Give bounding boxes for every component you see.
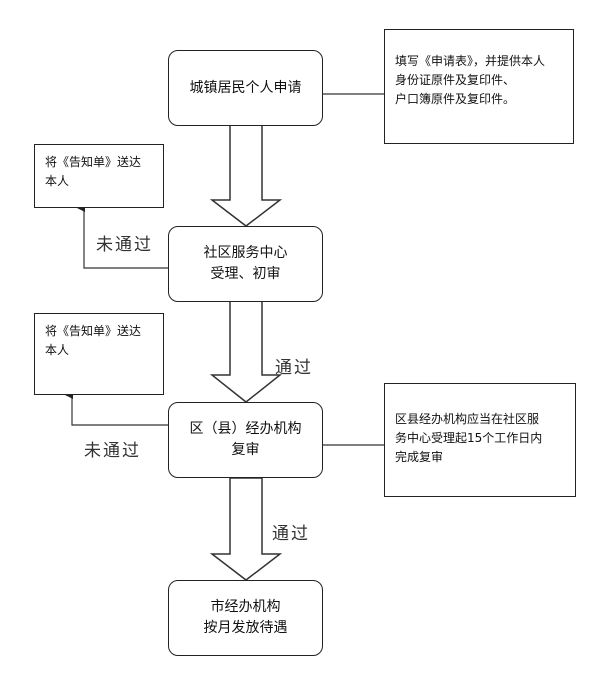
node-city-payment: 市经办机构 按月发放待遇	[168, 580, 323, 656]
note-required-documents: 填写《申请表》，并提供本人 身份证原件及复印件、 户口簿原件及复印件。	[384, 29, 574, 144]
note-recheck-deadline-line1: 区县经办机构应当在社区服	[395, 412, 540, 426]
note-notify-applicant-1-line2: 本人	[45, 174, 70, 188]
node-community-review-line1: 社区服务中心	[203, 245, 288, 261]
node-city-payment-line2: 按月发放待遇	[203, 620, 288, 636]
note-notify-applicant-1: 将《告知单》送达 本人	[34, 144, 164, 208]
note-required-documents-line3: 户口簿原件及复印件。	[395, 92, 516, 106]
note-notify-applicant-2-line2: 本人	[45, 343, 70, 357]
label-passed-2: 通过	[272, 524, 310, 544]
connector-district-reject-to-notify	[65, 391, 168, 426]
node-district-recheck-line2: 复审	[231, 442, 260, 458]
label-not-passed-1: 未通过	[96, 235, 153, 255]
note-required-documents-line2: 身份证原件及复印件、	[395, 73, 516, 87]
connector-community-reject-to-notify	[77, 204, 168, 269]
flow-arrow-community-to-district	[209, 300, 283, 403]
note-recheck-deadline-line2: 务中心受理起15个工作日内	[395, 431, 543, 445]
label-passed-1: 通过	[275, 358, 313, 378]
node-community-review-line2: 受理、初审	[210, 266, 281, 282]
node-personal-application-text: 城镇居民个人申请	[189, 79, 302, 96]
note-recheck-deadline-line3: 完成复审	[395, 450, 444, 464]
flow-arrow-apply-to-community	[209, 123, 283, 227]
node-community-review: 社区服务中心 受理、初审	[168, 226, 323, 302]
note-notify-applicant-2: 将《告知单》送达 本人	[34, 313, 164, 395]
node-city-payment-line1: 市经办机构	[210, 599, 281, 615]
node-personal-application: 城镇居民个人申请	[168, 50, 323, 126]
node-district-recheck-line1: 区（县）经办机构	[189, 421, 302, 437]
label-not-passed-2: 未通过	[84, 441, 141, 461]
node-district-recheck: 区（县）经办机构 复审	[168, 402, 323, 478]
note-recheck-deadline: 区县经办机构应当在社区服 务中心受理起15个工作日内 完成复审	[384, 383, 576, 497]
note-notify-applicant-2-line1: 将《告知单》送达	[45, 324, 142, 338]
flow-arrow-district-to-city	[209, 477, 283, 581]
note-required-documents-line1: 填写《申请表》，并提供本人	[395, 54, 546, 68]
note-notify-applicant-1-line1: 将《告知单》送达	[45, 155, 142, 169]
